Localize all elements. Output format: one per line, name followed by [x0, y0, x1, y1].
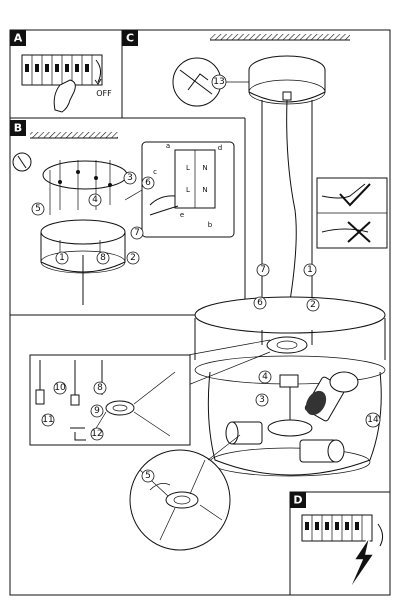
shade-top-rim	[194, 296, 386, 334]
canopy-b-top	[40, 219, 126, 245]
panel-d-badge	[290, 492, 306, 508]
power-cord	[284, 99, 297, 331]
central-socket-top	[279, 374, 299, 388]
callout-2c: 2	[306, 298, 320, 312]
off-text: OFF	[96, 89, 112, 98]
letter-b: b	[208, 221, 213, 229]
lightning-icon	[347, 535, 376, 593]
terminal-l1: L	[186, 164, 190, 172]
callout-10: 10	[53, 381, 67, 395]
panel-a: A OFF	[10, 30, 112, 113]
svg-text:3: 3	[127, 173, 133, 183]
callout-6: 6	[141, 176, 155, 190]
outer-frame	[9, 29, 391, 596]
socket-hub	[267, 419, 313, 437]
callout-4c: 4	[258, 370, 272, 384]
panel-b: B L N L N a b	[10, 120, 235, 305]
callout-12: 12	[90, 427, 104, 441]
svg-text:7: 7	[260, 265, 266, 275]
svg-text:10: 10	[54, 383, 66, 393]
fixing-zoom-circle	[129, 434, 241, 551]
callouts: 1 2 3 4 5 6 7 8 1 2 7 6 4 3 13 14 10 8 9…	[31, 74, 381, 483]
svg-text:5: 5	[35, 204, 41, 214]
svg-text:1: 1	[307, 265, 313, 275]
panel-b-badge	[10, 120, 26, 136]
ceiling-hatch-b	[30, 132, 118, 138]
callout-8b: 8	[93, 381, 107, 395]
callout-4: 4	[88, 193, 102, 207]
svg-text:6: 6	[257, 298, 263, 308]
panel-b-label: B	[14, 122, 22, 135]
bulbs	[225, 371, 359, 463]
svg-text:9: 9	[94, 406, 100, 416]
check-icon	[339, 183, 371, 207]
callout-14: 14	[365, 412, 381, 428]
callout-3: 3	[123, 171, 137, 185]
panel-c-badge	[122, 30, 138, 46]
letter-a: a	[166, 142, 170, 150]
callout-2: 2	[126, 251, 140, 265]
callout-1: 1	[55, 251, 69, 265]
svg-text:13: 13	[213, 77, 224, 87]
svg-text:1: 1	[59, 253, 65, 263]
terminal-n1: N	[202, 164, 207, 172]
hand-icon	[53, 79, 76, 113]
terminal-n2: N	[202, 186, 207, 194]
svg-text:4: 4	[92, 195, 98, 205]
panel-a-label: A	[14, 32, 23, 45]
callout-9: 9	[90, 404, 104, 418]
callout-1c: 1	[303, 263, 317, 277]
svg-text:14: 14	[367, 415, 379, 425]
panel-c-label: C	[126, 32, 134, 45]
mounting-plate	[42, 160, 128, 190]
callout-13: 13	[211, 74, 227, 90]
inner-ring	[266, 336, 308, 354]
svg-text:3: 3	[259, 395, 265, 405]
svg-text:11: 11	[42, 415, 53, 425]
panel-d: D	[289, 491, 391, 596]
panel-c: C	[122, 30, 388, 477]
callout-11: 11	[41, 413, 55, 427]
panel-d-frame	[289, 491, 391, 596]
svg-text:4: 4	[262, 372, 268, 382]
svg-text:7: 7	[134, 228, 140, 238]
svg-text:8: 8	[97, 383, 103, 393]
svg-text:5: 5	[145, 471, 151, 481]
panel-d-label: D	[293, 494, 302, 507]
callout-7: 7	[130, 226, 144, 240]
panel-a-badge	[10, 30, 26, 46]
ring-inset-frame	[29, 354, 191, 446]
svg-text:12: 12	[91, 429, 102, 439]
callout-7c: 7	[256, 263, 270, 277]
svg-text:6: 6	[145, 178, 151, 188]
svg-text:8: 8	[100, 253, 106, 263]
letter-e: e	[180, 211, 184, 219]
callout-6c: 6	[253, 296, 267, 310]
letter-d: d	[218, 144, 222, 152]
callout-5b: 5	[141, 469, 155, 483]
svg-text:2: 2	[310, 300, 316, 310]
callout-3c: 3	[255, 393, 269, 407]
ring-detail-inset	[29, 354, 191, 446]
svg-text:2: 2	[130, 253, 136, 263]
callout-8: 8	[96, 251, 110, 265]
letter-c: c	[153, 168, 157, 176]
callout-5: 5	[31, 202, 45, 216]
terminal-l2: L	[186, 186, 190, 194]
ceiling-hatch-c	[210, 34, 350, 40]
cross-icon	[347, 221, 371, 243]
